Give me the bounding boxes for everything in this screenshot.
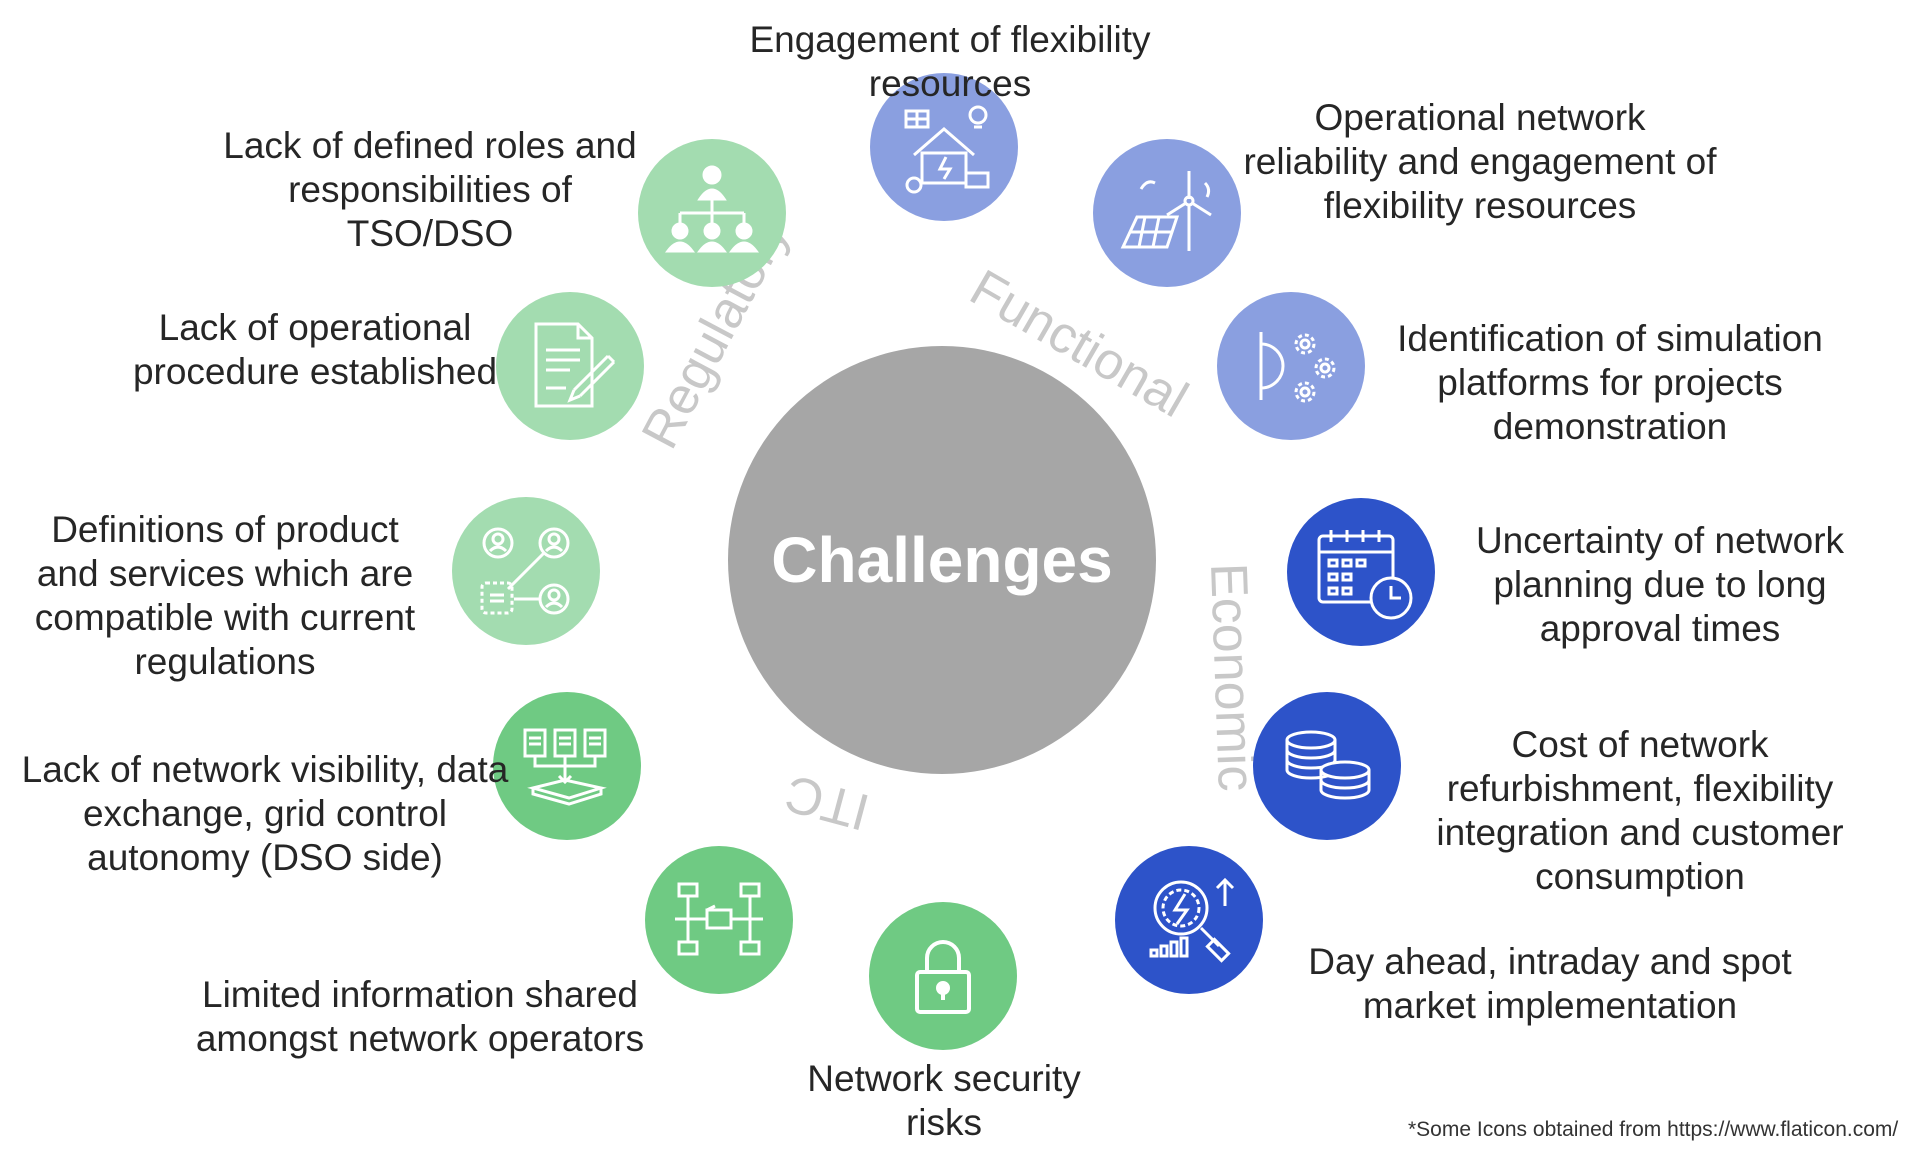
- label-operational-reliability: Operational network reliability and enga…: [1243, 97, 1717, 226]
- coins-icon: [1285, 730, 1371, 800]
- document-pen-icon: [534, 322, 616, 408]
- network-icon: [675, 882, 763, 956]
- center-label: Challenges: [771, 524, 1113, 596]
- org-chart-icon: [664, 165, 760, 253]
- smart-home-icon: [904, 105, 990, 194]
- label-engagement-flex: Engagement of flexibility resources: [749, 19, 1151, 104]
- calendar-clock-icon: [1317, 530, 1413, 620]
- node-simulation-platforms: [1217, 292, 1365, 440]
- label-planning-uncertainty: Uncertainty of network planning due to l…: [1475, 520, 1845, 649]
- node-planning-uncertainty: [1287, 498, 1435, 646]
- node-limited-info: [645, 846, 793, 994]
- label-refurbishment-cost: Cost of network refurbishment, flexibili…: [1436, 724, 1844, 897]
- label-limited-info: Limited information shared amongst netwo…: [195, 974, 645, 1059]
- label-security-risks: Network security risks: [807, 1058, 1081, 1143]
- node-market-implementation: [1115, 846, 1263, 994]
- center-circle: Challenges: [728, 346, 1156, 774]
- gears-icon: [1259, 332, 1336, 403]
- solar-wind-icon: [1120, 171, 1212, 251]
- padlock-icon: [915, 940, 971, 1014]
- category-itc: ITC: [779, 763, 876, 842]
- node-security-risks: [869, 902, 1017, 1050]
- label-roles-responsibilities: Lack of defined roles and responsibiliti…: [223, 125, 637, 254]
- node-roles-responsibilities: [638, 139, 786, 287]
- energy-market-icon: [1149, 877, 1235, 963]
- data-files-icon: [523, 728, 607, 806]
- node-operational-reliability: [1093, 139, 1241, 287]
- label-product-definitions: Definitions of product and services whic…: [34, 509, 416, 682]
- node-refurbishment-cost: [1253, 692, 1401, 840]
- node-product-definitions: [452, 497, 600, 645]
- label-visibility: Lack of network visibility, data exchang…: [21, 749, 509, 878]
- footnote: *Some Icons obtained from https://www.fl…: [1408, 1118, 1899, 1141]
- label-operational-procedure: Lack of operational procedure establishe…: [132, 307, 498, 392]
- node-visibility: [493, 692, 641, 840]
- node-engagement-flex: [870, 73, 1018, 221]
- people-connection-icon: [480, 527, 570, 615]
- label-simulation-platforms: Identification of simulation platforms f…: [1397, 318, 1823, 447]
- node-operational-procedure: [496, 292, 644, 440]
- label-market-implementation: Day ahead, intraday and spot market impl…: [1308, 941, 1792, 1026]
